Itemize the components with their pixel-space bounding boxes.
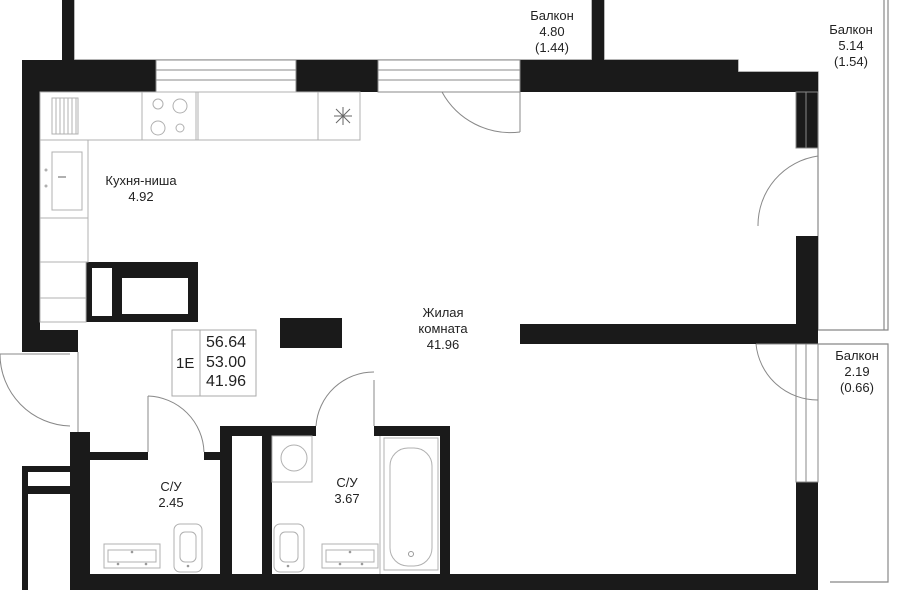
apartment-info-box bbox=[171, 329, 257, 397]
label-balcony-lower: Балкон 2.19 (0.66) bbox=[828, 348, 886, 396]
bath1-fixtures bbox=[103, 523, 203, 573]
apartment-code: 1E bbox=[176, 355, 195, 372]
balcony-right-area: 5.14 bbox=[838, 38, 864, 53]
kitchen-area: 4.92 bbox=[128, 189, 154, 204]
label-living-room: Жилая комната 41.96 bbox=[404, 305, 482, 353]
windows bbox=[155, 59, 819, 483]
bath2-name: С/У bbox=[336, 475, 358, 490]
dishwasher-icon bbox=[51, 97, 79, 135]
balcony-top-area-coef: (1.44) bbox=[535, 40, 569, 55]
bath1-taps-icon bbox=[116, 550, 190, 568]
bath2-fixtures bbox=[271, 435, 439, 574]
balcony-top-area: 4.80 bbox=[539, 24, 565, 39]
label-bath1: С/У 2.45 bbox=[146, 479, 196, 511]
area-no-balcony: 53.00 bbox=[206, 353, 247, 371]
living-area-total: 41.96 bbox=[206, 373, 247, 390]
living-name-line2: комната bbox=[418, 321, 468, 336]
bath2-area: 3.67 bbox=[334, 491, 360, 506]
kitchen-name: Кухня-ниша bbox=[105, 173, 177, 188]
kitchen-fixtures bbox=[39, 91, 361, 323]
balcony-right-area-coef: (1.54) bbox=[834, 54, 868, 69]
balcony-lower-area-coef: (0.66) bbox=[840, 380, 874, 395]
vent-fan-icon bbox=[334, 107, 352, 125]
label-kitchen: Кухня-ниша 4.92 bbox=[92, 173, 190, 205]
apartment-areas: 56.64 53.00 41.96 bbox=[206, 333, 246, 392]
total-area: 56.64 bbox=[206, 334, 247, 351]
bath1-name: С/У bbox=[160, 479, 182, 494]
kitchen-sink-icon bbox=[44, 168, 66, 188]
living-area: 41.96 bbox=[426, 337, 460, 352]
living-name-line1: Жилая bbox=[422, 305, 464, 320]
label-bath2: С/У 3.67 bbox=[322, 475, 372, 507]
doors bbox=[0, 91, 819, 453]
wall-cutouts bbox=[28, 268, 262, 590]
bath2-taps-icon bbox=[286, 550, 414, 568]
bath1-area: 2.45 bbox=[158, 495, 184, 510]
balcony-right-name: Балкон bbox=[829, 22, 873, 37]
balcony-top-name: Балкон bbox=[530, 8, 574, 23]
balcony-lower-name: Балкон bbox=[835, 348, 879, 363]
balcony-lower-area: 2.19 bbox=[844, 364, 870, 379]
label-balcony-right: Балкон 5.14 (1.54) bbox=[822, 22, 880, 70]
label-balcony-top: Балкон 4.80 (1.44) bbox=[523, 8, 581, 56]
walls bbox=[22, 0, 818, 590]
